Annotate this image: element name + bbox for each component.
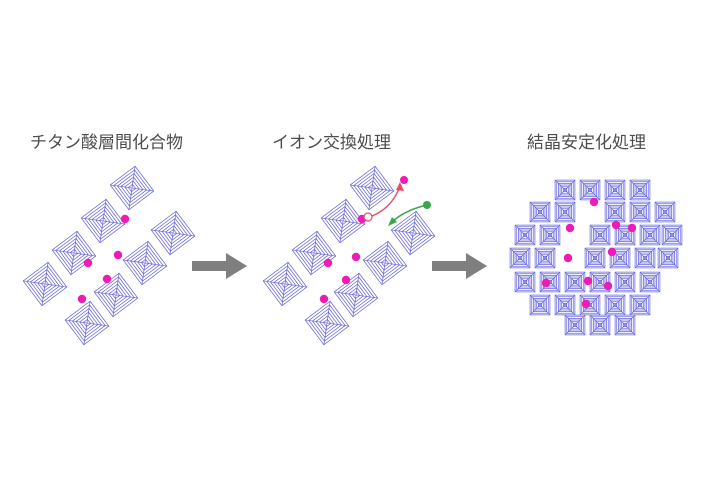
stage-2-title: イオン交換処理 [272, 133, 391, 153]
stabilized-octahedron [661, 224, 683, 246]
stabilized-octahedron [554, 179, 576, 201]
titanate-octahedron [362, 240, 408, 286]
stabilized-octahedron [639, 224, 661, 246]
interlayer-cation [83, 258, 93, 268]
stabilized-octahedron [639, 271, 661, 293]
titanate-octahedron [304, 300, 350, 346]
stage-3-crystal-stabilized [509, 179, 683, 336]
incoming-ion-arrowhead [388, 217, 397, 226]
process-arrow-2 [432, 253, 487, 279]
titanate-octahedron [64, 300, 110, 346]
stabilized-octahedron [514, 224, 536, 246]
stabilized-cation [563, 253, 573, 263]
outgoing-ion-arrowhead [396, 182, 404, 191]
stabilized-octahedron [614, 271, 636, 293]
titanate-octahedron [93, 272, 139, 318]
process-arrow-1 [192, 253, 247, 279]
interlayer-cation [341, 275, 351, 285]
stabilized-octahedron [509, 247, 531, 269]
stabilized-octahedron [579, 179, 601, 201]
stabilized-cation [565, 223, 575, 233]
titanate-octahedron [333, 272, 379, 318]
stage-1-title: チタン酸層間化合物 [30, 133, 183, 153]
stabilized-octahedron [589, 224, 611, 246]
stabilized-octahedron [584, 247, 606, 269]
titanate-octahedron [262, 261, 308, 307]
stabilized-cation [607, 247, 617, 257]
stabilized-octahedron [629, 179, 651, 201]
titanate-octahedron [291, 230, 337, 276]
titanate-octahedron [109, 165, 155, 211]
titanate-octahedron [80, 198, 126, 244]
stabilized-octahedron [514, 271, 536, 293]
stabilized-octahedron [657, 247, 679, 269]
stabilized-cation [589, 197, 599, 207]
stabilized-octahedron [534, 247, 556, 269]
stabilized-octahedron [604, 179, 626, 201]
stabilized-cation [581, 299, 591, 309]
process-arrow-head [466, 253, 487, 279]
stabilized-octahedron [529, 201, 551, 223]
stabilized-octahedron [654, 201, 676, 223]
titanate-octahedron [349, 165, 395, 211]
stabilized-octahedron [564, 314, 586, 336]
stabilized-octahedron [604, 201, 626, 223]
outgoing-ion-origin [363, 212, 373, 222]
stabilized-octahedron [529, 294, 551, 316]
interlayer-cation [120, 214, 130, 224]
interlayer-cation [77, 294, 87, 304]
stabilized-octahedron [554, 201, 576, 223]
outgoing-ion [400, 176, 408, 184]
stabilized-octahedron [589, 314, 611, 336]
titanate-octahedron [320, 198, 366, 244]
stage-2-ion-exchange [262, 165, 436, 346]
interlayer-cation [113, 250, 123, 260]
interlayer-cation [323, 258, 333, 268]
titanate-octahedron [51, 230, 97, 276]
stabilized-cation [603, 281, 613, 291]
incoming-ion [423, 201, 431, 209]
stabilized-octahedron [634, 247, 656, 269]
stabilized-cation [611, 220, 621, 230]
stage-3-title: 結晶安定化処理 [527, 133, 646, 153]
process-arrow-shaft [432, 261, 468, 271]
stabilized-octahedron [614, 314, 636, 336]
stage-1-layered-titanate [22, 165, 196, 346]
interlayer-cation [351, 252, 361, 262]
stabilized-octahedron [629, 294, 651, 316]
titanate-octahedron [150, 210, 196, 256]
interlayer-cation [102, 274, 112, 284]
titanate-octahedron [390, 210, 436, 256]
stabilized-octahedron [629, 201, 651, 223]
stabilized-cation [583, 276, 593, 286]
stabilized-octahedron [564, 271, 586, 293]
stabilized-cation [627, 223, 637, 233]
titanate-octahedron [22, 261, 68, 307]
process-arrow-shaft [192, 261, 228, 271]
stabilized-octahedron [539, 224, 561, 246]
stabilized-octahedron [554, 294, 576, 316]
process-arrow-head [226, 253, 247, 279]
stabilized-cation [541, 278, 551, 288]
titanate-octahedron [122, 240, 168, 286]
interlayer-cation [319, 294, 329, 304]
